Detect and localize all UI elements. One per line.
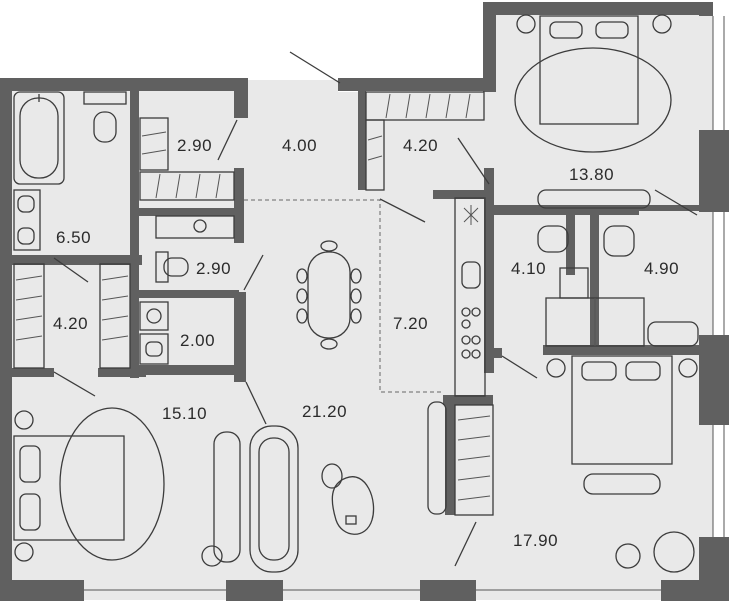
area-label-bedroom-left: 15.10 [162,404,208,423]
area-label-kitchen: 7.20 [393,314,429,333]
area-label-hall: 4.00 [282,136,318,155]
toilet-icon [83,91,127,143]
floor [0,4,713,600]
closet-shelving-icon [13,263,131,369]
sofa-icon [213,401,447,573]
area-label-living: 21.20 [302,402,348,421]
area-label-bath-3: 4.10 [511,259,547,278]
wardrobe-living-icon [454,404,494,516]
door-lines [53,51,698,567]
area-label-closet-left: 4.20 [53,314,89,333]
bath-right-fixtures-icon [537,225,699,347]
area-label-bath-4: 4.90 [644,259,680,278]
area-label-wc-small: 2.90 [177,136,213,155]
wardrobe-hall-icon [365,91,485,191]
double-sink-icon [13,189,41,251]
coffee-table-icon [321,463,375,535]
bed-left-icon [13,407,223,567]
area-label-bedroom-right: 17.90 [513,531,559,550]
laundry-icon [139,301,169,365]
dining-table-icon [296,240,362,350]
area-label-wardrobe: 4.20 [403,136,439,155]
kitchen-counter-icon [454,197,486,397]
area-label-bedroom-top: 13.80 [569,165,615,184]
interior-walls [12,78,699,515]
bathtub-icon [13,91,65,185]
kitchen-zone-outline [244,199,443,393]
wardrobe-small-icon [139,117,235,201]
armchair-icon [615,531,695,573]
bath2-fixtures-icon [155,215,235,283]
area-label-bath-2: 2.90 [196,259,232,278]
area-label-laundry: 2.00 [180,331,216,350]
bed-top-icon [514,14,672,209]
area-label-bathroom-main: 6.50 [56,228,92,247]
bed-right-icon [546,355,698,495]
